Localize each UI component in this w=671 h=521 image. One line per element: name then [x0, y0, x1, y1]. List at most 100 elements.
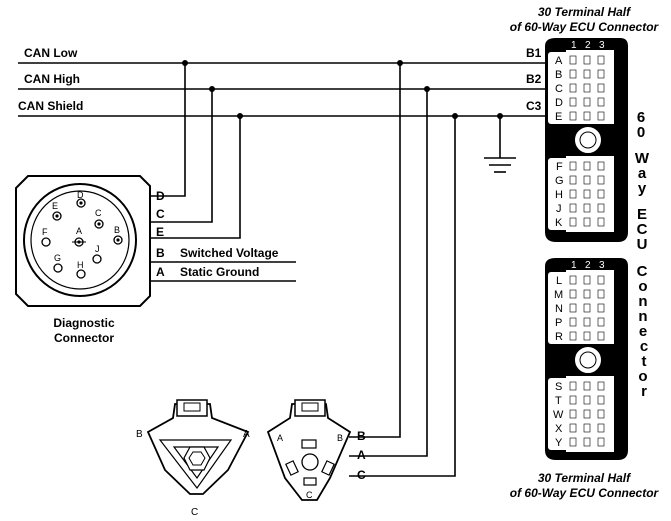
deutsch-right-face-c: C: [306, 490, 313, 500]
can-low-label: CAN Low: [24, 46, 78, 60]
deutsch-wire-c: C: [357, 468, 366, 482]
diag-side-pin-d: D: [156, 189, 165, 203]
ecu-socket: [583, 175, 591, 185]
ecu-row-a: A: [555, 55, 563, 67]
ecu-bottom-col-3: 3: [599, 260, 605, 271]
can-high-label: CAN High: [24, 72, 80, 86]
ecu-row-b: B: [555, 69, 562, 81]
ecu-top-caption-line1: 30 Terminal Half: [538, 5, 631, 19]
ecu-title-letter: o: [638, 368, 647, 385]
ecu-socket: [597, 161, 605, 171]
ecu-title-letter: r: [641, 383, 647, 400]
ground-symbol: [484, 116, 516, 173]
diag-face-pin-b: B: [114, 225, 120, 235]
ecu-top-pin-grid: [569, 55, 605, 227]
ecu-row-e: E: [555, 111, 562, 123]
diag-side-pin-c: C: [156, 207, 165, 221]
ecu-title-letter: e: [639, 323, 647, 340]
switched-voltage-label: Switched Voltage: [180, 246, 279, 260]
deutsch-right-face-a: A: [277, 433, 283, 443]
ecu-socket: [583, 203, 591, 213]
ecu-socket: [583, 97, 591, 107]
ecu-socket: [569, 175, 577, 185]
ecu-socket: [569, 317, 577, 327]
can-shield-label: CAN Shield: [18, 99, 83, 113]
ecu-socket: [583, 317, 591, 327]
ecu-title-letter: 0: [637, 124, 645, 141]
ecu-bottom-row-letters: L M N P R S T W X Y: [553, 275, 564, 449]
ecu-pin-b1-label: B1: [526, 46, 542, 60]
deutsch-connector-right: [266, 399, 352, 501]
deutsch-wire-labels: B A C: [357, 429, 366, 482]
ecu-bottom-col-1: 1: [571, 260, 577, 271]
diag-face-pin-labels: D E C F A B G J H: [42, 190, 120, 270]
ecu-socket: [583, 111, 591, 121]
ecu-bottom-col-2: 2: [585, 260, 591, 271]
ecu-title-letter: c: [640, 338, 648, 355]
ecu-socket: [597, 69, 605, 79]
diag-face-pin-j: J: [95, 244, 100, 254]
ecu-row-p: P: [555, 317, 562, 329]
ecu-socket: [583, 69, 591, 79]
ecu-row-c: C: [555, 83, 563, 95]
ecu-row-j: J: [556, 203, 562, 215]
ecu-socket: [583, 289, 591, 299]
can-low-splice-1: [182, 60, 188, 66]
ecu-socket: [583, 275, 591, 285]
ecu-socket: [597, 97, 605, 107]
ecu-socket: [583, 395, 591, 405]
ecu-row-d: D: [555, 97, 563, 109]
diag-face-pin-e: E: [52, 201, 58, 211]
deutsch-right-face-labels: A B C: [277, 433, 343, 500]
ecu-socket: [583, 83, 591, 93]
ecu-socket: [569, 381, 577, 391]
ecu-socket: [583, 161, 591, 171]
ecu-socket: [569, 83, 577, 93]
ecu-socket: [569, 395, 577, 405]
ecu-socket: [569, 161, 577, 171]
ecu-top-caption-line2: of 60-Way ECU Connector: [510, 20, 660, 34]
ecu-socket: [569, 55, 577, 65]
ecu-socket: [583, 437, 591, 447]
diag-face-pin-f: F: [42, 227, 48, 237]
diag-drop-wires: [150, 63, 296, 282]
ecu-socket: [583, 409, 591, 419]
ecu-socket: [597, 175, 605, 185]
ecu-socket: [597, 381, 605, 391]
ecu-top-row-letters: A B C D E F G H J K: [555, 55, 564, 229]
ecu-socket: [597, 289, 605, 299]
diagnostic-label-line1: Diagnostic: [53, 316, 115, 330]
ecu-socket: [597, 83, 605, 93]
ecu-bottom-pin-grid: [569, 275, 605, 447]
ecu-socket: [597, 437, 605, 447]
ecu-title-letter: C: [637, 263, 648, 280]
deutsch-wire-b: B: [357, 429, 366, 443]
deutsch-drop-wires: [349, 63, 456, 477]
ecu-socket: [583, 217, 591, 227]
ecu-socket: [583, 303, 591, 313]
ecu-row-x: X: [555, 423, 563, 435]
ecu-socket: [597, 423, 605, 433]
ecu-title-letter: n: [638, 293, 647, 310]
ecu-column-numbers-top: 1 2 3: [571, 40, 605, 51]
diag-side-pin-e: E: [156, 225, 164, 239]
ecu-socket: [597, 217, 605, 227]
can-shield-splice-1: [237, 113, 243, 119]
ecu-row-g: G: [555, 175, 564, 187]
diag-side-pin-labels: D C E B A: [156, 189, 165, 279]
ecu-title-letter: E: [637, 206, 647, 223]
ecu-title-letter: U: [637, 236, 648, 253]
ecu-title-letter: n: [638, 308, 647, 325]
ecu-socket: [597, 303, 605, 313]
ecu-row-w: W: [553, 409, 564, 421]
ecu-socket: [597, 55, 605, 65]
ecu-socket: [597, 189, 605, 199]
deutsch-left-pin-c: C: [191, 507, 198, 518]
ecu-row-h: H: [555, 189, 563, 201]
can-high-splice-2: [424, 86, 430, 92]
diag-side-pin-a: A: [156, 265, 165, 279]
ecu-socket: [597, 409, 605, 419]
ecu-socket: [583, 55, 591, 65]
diagnostic-connector: [15, 175, 151, 307]
